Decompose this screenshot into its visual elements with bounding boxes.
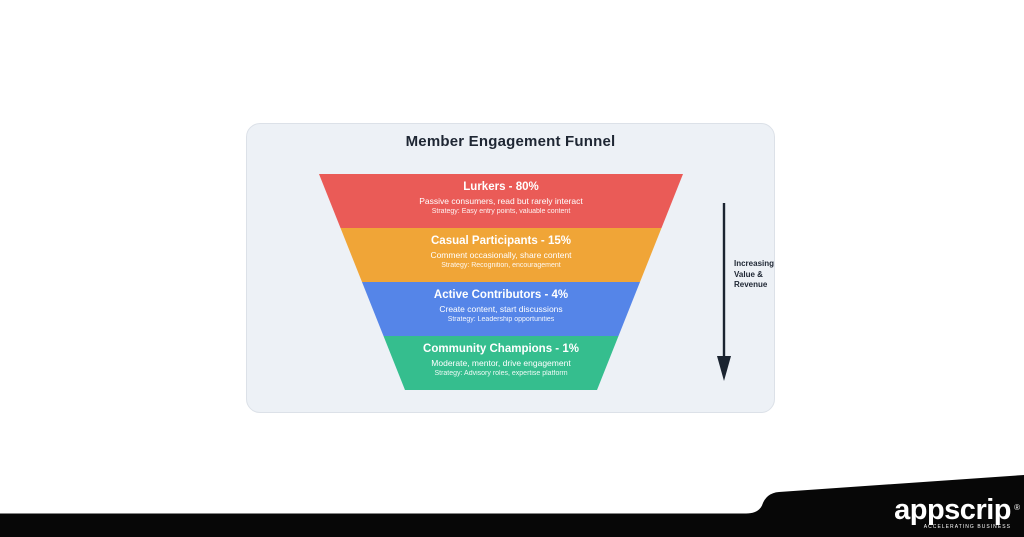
brand-name: appscrip® [894,494,1020,526]
down-arrow-icon [717,203,731,381]
funnel-segment-active-contributors: Active Contributors - 4% Create content,… [319,282,683,336]
arrow-label-line: Value & [734,269,763,279]
segment-description: Passive consumers, read but rarely inter… [419,196,583,206]
registered-mark: ® [1014,503,1020,512]
segment-title: Community Champions - 1% [423,343,579,355]
arrow-label-line: Revenue [734,280,768,289]
segment-strategy: Strategy: Easy entry points, valuable co… [431,208,571,215]
engagement-funnel: Lurkers - 80% Passive consumers, read bu… [319,174,683,390]
segment-strategy: Strategy: Recognition, encouragement [441,262,561,269]
brand-tagline: ACCELERATING BUSINESS [923,524,1011,530]
funnel-segment-lurkers: Lurkers - 80% Passive consumers, read bu… [319,174,683,228]
segment-description: Comment occasionally, share content [430,250,572,260]
segment-strategy: Strategy: Advisory roles, expertise plat… [434,370,568,377]
brand-text: appscrip [894,494,1011,526]
segment-title: Casual Participants - 15% [431,235,571,247]
funnel-card: Member Engagement Funnel Lurkers - 80% P… [246,123,775,413]
arrow-label-line: Increasing [734,259,775,268]
segment-title: Lurkers - 80% [463,181,539,193]
funnel-segment-community-champions: Community Champions - 1% Moderate, mento… [319,336,683,390]
funnel-segment-casual-participants: Casual Participants - 15% Comment occasi… [319,228,683,282]
segment-title: Active Contributors - 4% [433,289,569,301]
segment-strategy: Strategy: Leadership opportunities [447,316,555,323]
segment-description: Create content, start discussions [439,304,563,314]
page-title: Member Engagement Funnel [405,133,616,150]
banner-shape [0,475,1024,537]
segment-description: Moderate, mentor, drive engagement [431,358,571,368]
appscrip-logo: appscrip® ACCELERATING BUSINESS [894,494,1020,531]
arrow-label: Increasing Value & Revenue [734,259,779,291]
